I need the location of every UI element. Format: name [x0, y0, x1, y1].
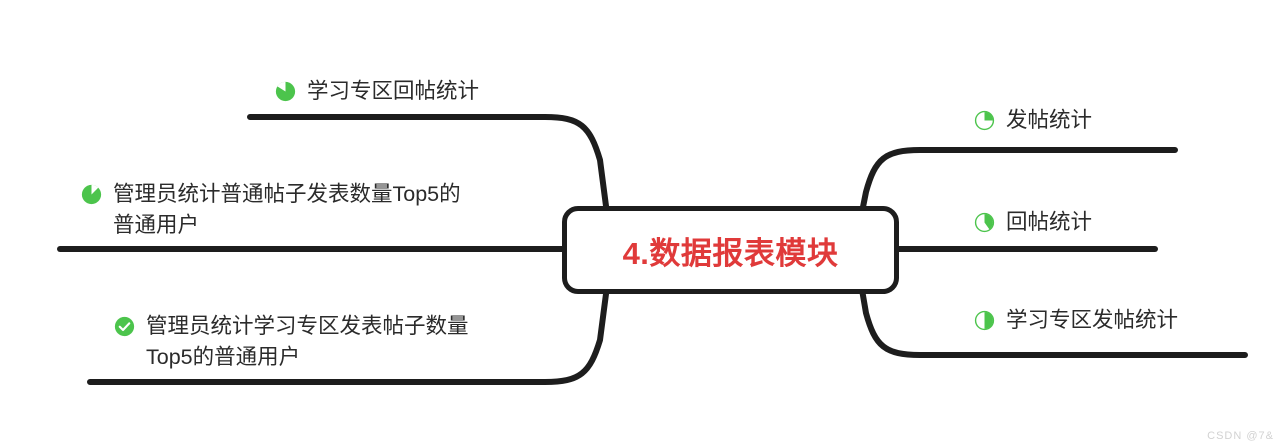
pie-chart-icon: [974, 310, 995, 331]
topic-right-3-label: 学习专区发帖统计: [1006, 308, 1179, 332]
connector-left-3: [87, 291, 609, 385]
topic-right-2[interactable]: 回帖统计: [974, 207, 1092, 238]
pie-chart-icon: [974, 110, 995, 131]
topic-right-1-label: 发帖统计: [1006, 108, 1093, 132]
topic-right-2-label: 回帖统计: [1006, 210, 1093, 234]
topic-left-3-label: 管理员统计学习专区发表帖子数量 Top5的普通用户: [146, 314, 469, 369]
connector-right-1: [857, 147, 1178, 225]
connector-left-1: [247, 114, 609, 209]
topic-left-2[interactable]: 管理员统计普通帖子发表数量Top5的 普通用户: [81, 179, 461, 241]
topic-left-3[interactable]: 管理员统计学习专区发表帖子数量 Top5的普通用户: [114, 311, 469, 373]
pie-chart-icon: [275, 81, 296, 102]
pie-chart-icon: [81, 184, 102, 205]
topic-left-2-label: 管理员统计普通帖子发表数量Top5的 普通用户: [113, 182, 461, 237]
topic-left-1-label: 学习专区回帖统计: [307, 79, 480, 103]
pie-chart-icon: [974, 212, 995, 233]
connector-right-3: [857, 275, 1248, 358]
topic-right-3[interactable]: 学习专区发帖统计: [974, 305, 1178, 336]
center-node-label: 4.数据报表模块: [622, 235, 839, 271]
center-node[interactable]: 4.数据报表模块: [562, 206, 899, 294]
topic-right-1[interactable]: 发帖统计: [974, 105, 1092, 136]
check-circle-icon: [114, 316, 135, 337]
watermark: CSDN @7&: [1207, 430, 1274, 442]
topic-left-1[interactable]: 学习专区回帖统计: [275, 76, 479, 107]
